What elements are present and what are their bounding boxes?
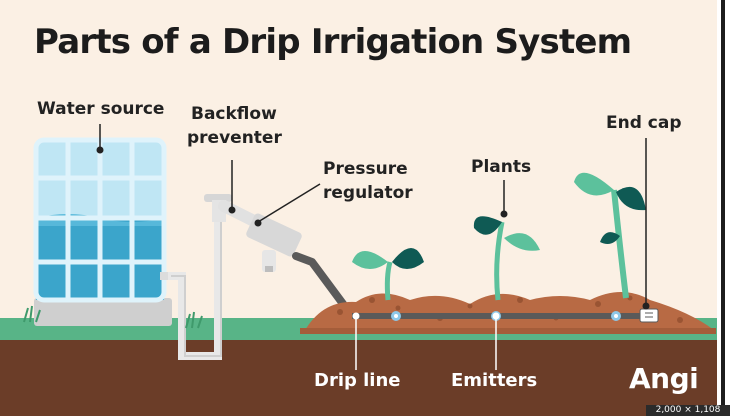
- label-backflow-line1: Backflow: [191, 104, 277, 124]
- angi-logo: Angi: [629, 362, 699, 395]
- scrollbar-strip: [717, 0, 730, 416]
- scrollbar-bar: [721, 0, 725, 416]
- plant-2: [473, 216, 540, 301]
- grass-tufts: [23, 305, 203, 329]
- tank-base: [34, 298, 172, 326]
- label-end-cap: End cap: [606, 113, 682, 133]
- pressure-regulator: [246, 213, 302, 272]
- plant-1: [352, 248, 424, 301]
- label-drip-line: Drip line: [314, 370, 401, 391]
- label-water-source: Water source: [37, 99, 165, 119]
- soil-ground: [0, 340, 717, 416]
- label-plants: Plants: [471, 157, 532, 177]
- dimension-badge: 2,000 × 1,108: [646, 405, 730, 416]
- water-tank: [33, 137, 168, 303]
- leader-lines: [99, 124, 647, 370]
- label-pressure-line1: Pressure: [323, 159, 408, 179]
- page-title: Parts of a Drip Irrigation System: [34, 22, 632, 62]
- label-pressure-line2: regulator: [323, 183, 413, 203]
- label-emitters: Emitters: [451, 370, 538, 391]
- label-backflow-line2: preventer: [187, 128, 282, 148]
- end-cap: [639, 308, 659, 323]
- plant-3: [574, 172, 646, 299]
- mulch-bed: [300, 292, 716, 334]
- leader-dots: [96, 146, 650, 310]
